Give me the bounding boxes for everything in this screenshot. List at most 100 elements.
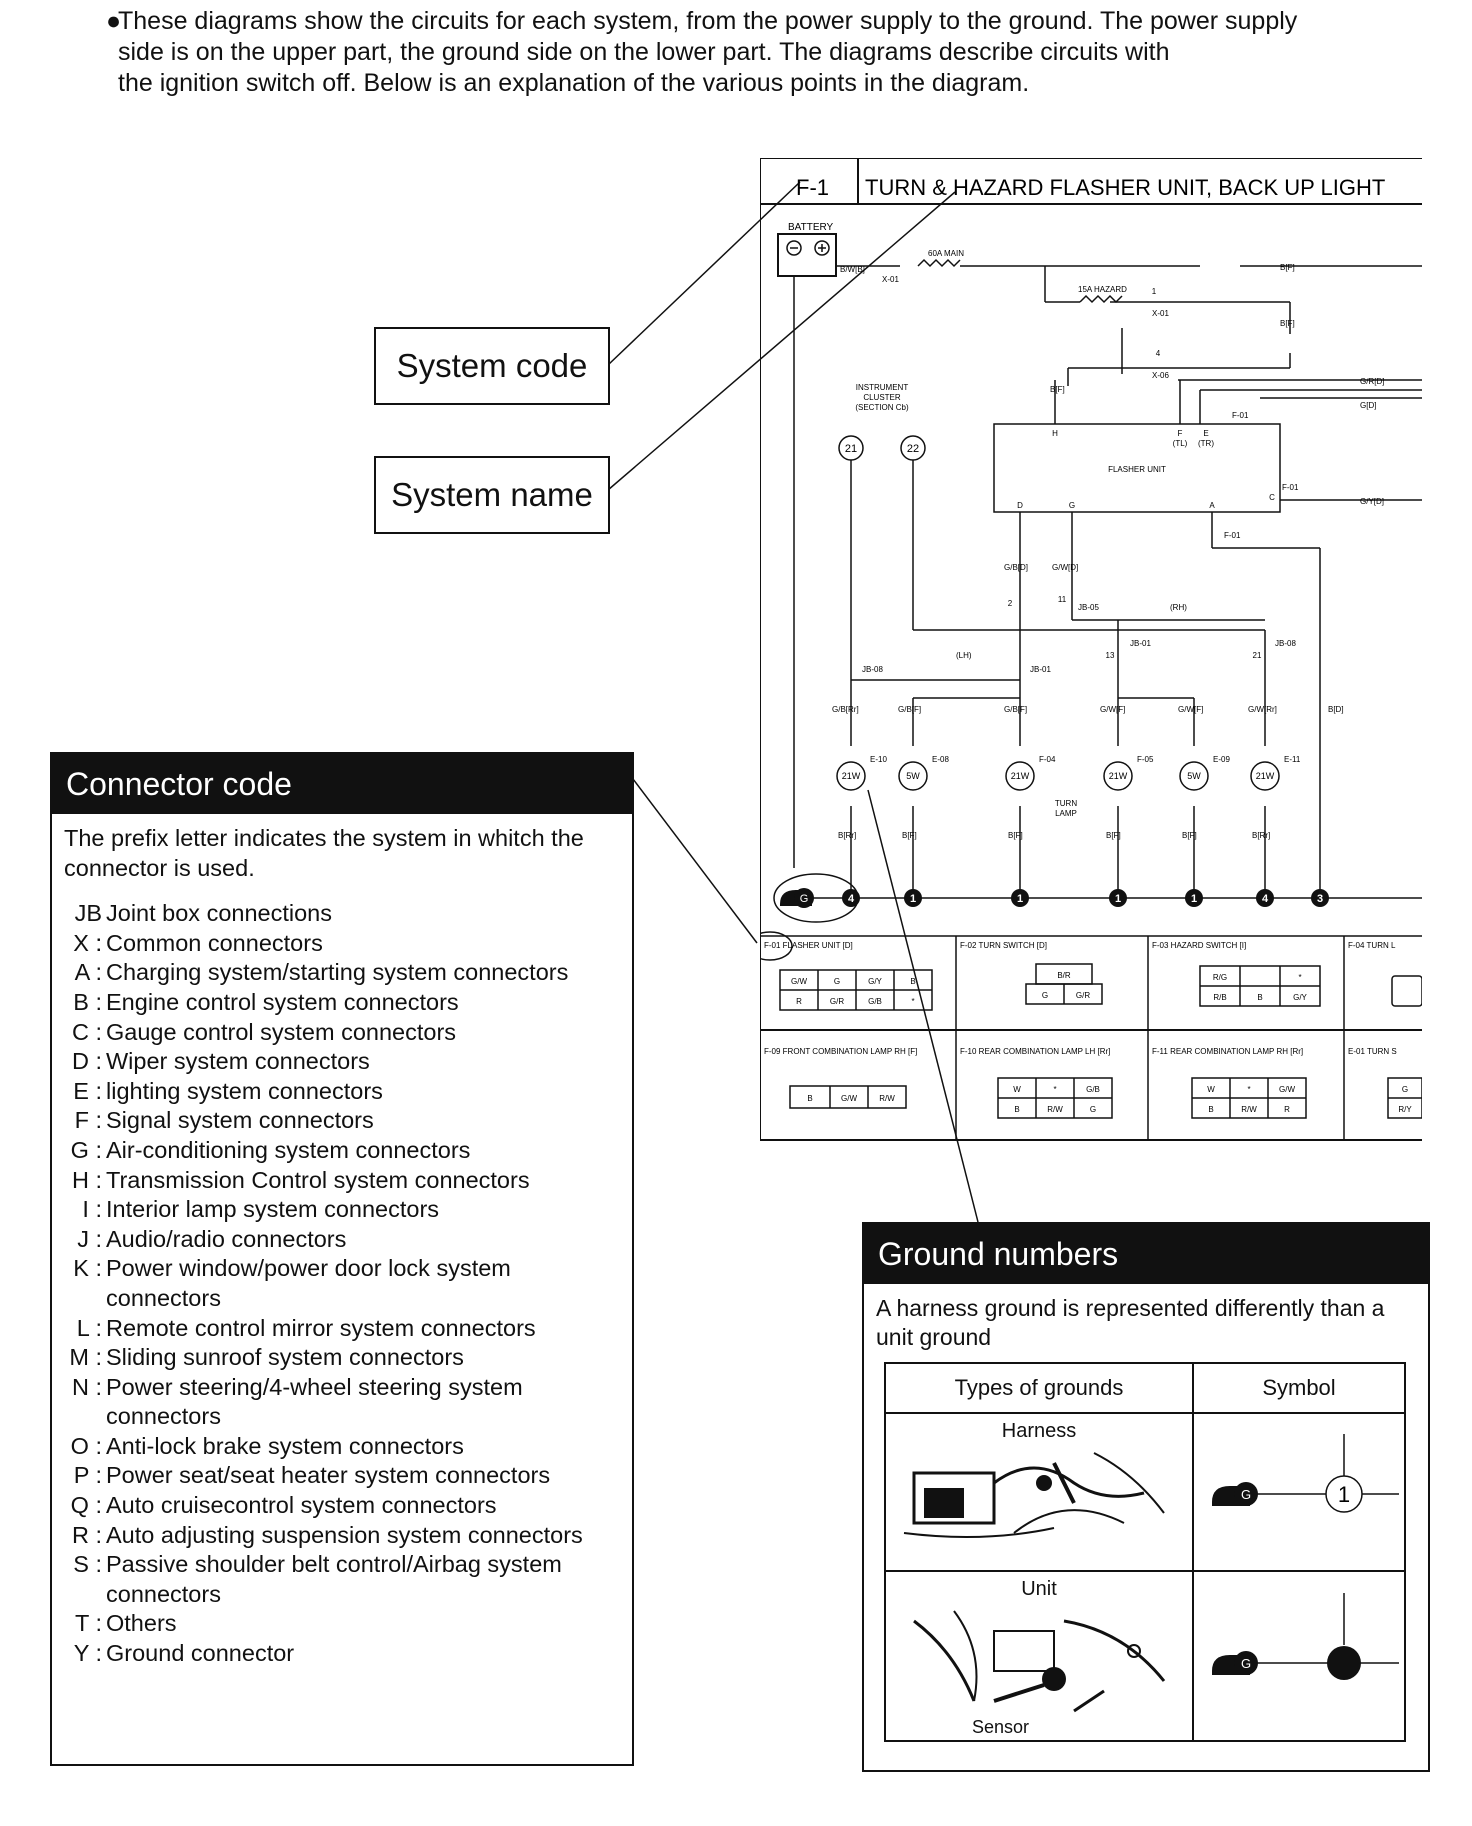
harness-label: Harness	[1001, 1420, 1077, 1442]
connector-code-item: Q :Auto cruisecontrol system connectors	[64, 1491, 620, 1521]
connector-code-key: D :	[71, 1048, 102, 1075]
f01-cell-1: G/W	[791, 977, 807, 986]
f03-cell-2: *	[1298, 973, 1301, 982]
e01-cell-2: R/Y	[1398, 1105, 1412, 1114]
connector-code-item: H :Transmission Control system connector…	[64, 1166, 620, 1196]
connector-code-value: Sliding sunroof system connectors	[106, 1344, 464, 1371]
lamp-4-watt: 21W	[1109, 771, 1128, 781]
f11-cell-2: *	[1247, 1085, 1250, 1094]
connector-code-item: T :Others	[64, 1609, 620, 1639]
ground-types-table: Types of grounds Symbol Harness	[884, 1362, 1406, 1742]
connector-code-item: C :Gauge control system connectors	[64, 1018, 620, 1048]
pin-num-21: 21	[1253, 651, 1262, 660]
connector-code-item: S :Passive shoulder belt control/Airbag …	[64, 1550, 620, 1609]
f01-cell-2: G	[834, 977, 840, 986]
connector-code-key: G :	[70, 1136, 102, 1163]
f10-cell-4: B	[1014, 1105, 1019, 1114]
connector-code-key: T :	[75, 1610, 102, 1637]
wire-f01-b: F-01	[1282, 483, 1299, 492]
wire-f01-a: F-01	[1232, 411, 1249, 420]
turn-lamp-1: TURN	[1055, 799, 1077, 808]
f11-cell-6: R	[1284, 1105, 1290, 1114]
f01-cell-5: R	[796, 997, 802, 1006]
battery	[777, 233, 837, 277]
system-code-callout: System code	[374, 327, 610, 405]
connector-code-title: Connector code	[52, 754, 632, 814]
wire-f01-c: F-01	[1224, 531, 1241, 540]
wire-b-f-7: B[F]	[1182, 831, 1197, 840]
pin-num-1: 1	[1152, 287, 1157, 296]
f11-cell-3: G/W	[1279, 1085, 1295, 1094]
connector-code-key: I :	[82, 1196, 102, 1223]
ground-numbers-description: A harness ground is represented differen…	[876, 1295, 1385, 1350]
wire-b-d: B[D]	[1328, 705, 1344, 714]
wire-jb05: JB-05	[1078, 603, 1099, 612]
connector-code-item: G :Air-conditioning system connectors	[64, 1136, 620, 1166]
connector-code-key: B :	[73, 988, 102, 1015]
connector-code-value: Wiper system connectors	[106, 1048, 370, 1075]
f02-cell-2: G	[1042, 991, 1048, 1000]
f10-cell-6: G	[1090, 1105, 1096, 1114]
ground-num-2: 1	[910, 893, 916, 905]
fuse-hazard-label: 15A HAZARD	[1078, 285, 1127, 294]
flasher-unit-label: FLASHER UNIT	[1108, 465, 1166, 474]
wire-b-f-4: B[F]	[902, 831, 917, 840]
wire-g-d: G[D]	[1360, 401, 1376, 410]
pin-d: D	[1017, 501, 1023, 510]
connector-code-key: E :	[73, 1077, 102, 1104]
f03-cell-3: R/B	[1213, 993, 1226, 1002]
unit-illustration	[913, 1610, 1166, 1713]
f09-cell-2: G/W	[841, 1094, 857, 1103]
connector-code-item: E :lighting system connectors	[64, 1077, 620, 1107]
lamp-3-conn: F-04	[1039, 755, 1056, 764]
pin-tl: (TL)	[1173, 439, 1188, 448]
f01-cell-6: G/R	[830, 997, 844, 1006]
e01-cell-1: G	[1402, 1085, 1408, 1094]
connector-code-item: O :Anti-lock brake system connectors	[64, 1432, 620, 1462]
connector-code-value: Joint box connections	[106, 900, 333, 927]
connector-code-value: Power seat/seat heater system connectors	[106, 1462, 551, 1489]
connector-code-value: Others	[106, 1610, 177, 1637]
f10-cell-2: *	[1053, 1085, 1056, 1094]
pin-c: C	[1269, 493, 1275, 502]
f09-cell-3: R/W	[879, 1094, 895, 1103]
ground-num-1: 4	[848, 893, 855, 905]
connector-code-item: P :Power seat/seat heater system connect…	[64, 1461, 620, 1491]
cluster-pin-22: 22	[907, 443, 919, 455]
connector-code-item: M :Sliding sunroof system connectors	[64, 1343, 620, 1373]
lamp-6-conn: E-11	[1284, 755, 1301, 764]
lamp-5-conn: E-09	[1213, 755, 1230, 764]
pin-h: H	[1052, 429, 1058, 438]
ground-num-4: 1	[1115, 893, 1121, 905]
wire-x06: X-06	[1152, 371, 1169, 380]
wire-jb01-b: JB-01	[1030, 665, 1051, 674]
cluster-label-3: (SECTION Cb)	[855, 403, 909, 412]
f10-cell-1: W	[1013, 1085, 1021, 1094]
wire-b-rr-1: B[Rr]	[838, 831, 856, 840]
intro-line-3: the ignition switch off. Below is an exp…	[118, 69, 1030, 97]
connector-code-value: Common connectors	[106, 929, 323, 956]
f11-cell-4: B	[1208, 1105, 1213, 1114]
conn-f02-title: F-02 TURN SWITCH [D]	[960, 941, 1047, 950]
connector-code-value: Remote control mirror system connectors	[106, 1314, 536, 1341]
wire-rh: (RH)	[1170, 603, 1187, 612]
ground-numbers-panel: Ground numbers A harness ground is repre…	[862, 1222, 1430, 1772]
f02-cell-3: G/R	[1076, 991, 1090, 1000]
cluster-label-2: CLUSTER	[863, 393, 901, 402]
wire-lh: (LH)	[956, 651, 972, 660]
conn-f11-title: F-11 REAR COMBINATION LAMP RH [Rr]	[1152, 1047, 1303, 1056]
ground-num-5: 1	[1191, 893, 1197, 905]
pin-a: A	[1209, 501, 1215, 510]
connector-code-key: H :	[71, 1166, 102, 1193]
sensor-label: Sensor	[972, 1717, 1030, 1737]
unit-g-label: G	[1241, 1656, 1251, 1671]
conn-e01-title: E-01 TURN S	[1348, 1047, 1397, 1056]
connector-code-key: F :	[74, 1107, 102, 1134]
wire-gw-d: G/W[D]	[1052, 563, 1078, 572]
cluster-pin-21: 21	[845, 443, 857, 455]
f03-cell-1: R/G	[1213, 973, 1227, 982]
wire-jb08-a: JB-08	[862, 665, 883, 674]
ground-g-label: G	[800, 893, 809, 905]
connector-code-key: O :	[70, 1432, 102, 1459]
connector-code-value: Passive shoulder belt control/Airbag sys…	[106, 1551, 562, 1607]
